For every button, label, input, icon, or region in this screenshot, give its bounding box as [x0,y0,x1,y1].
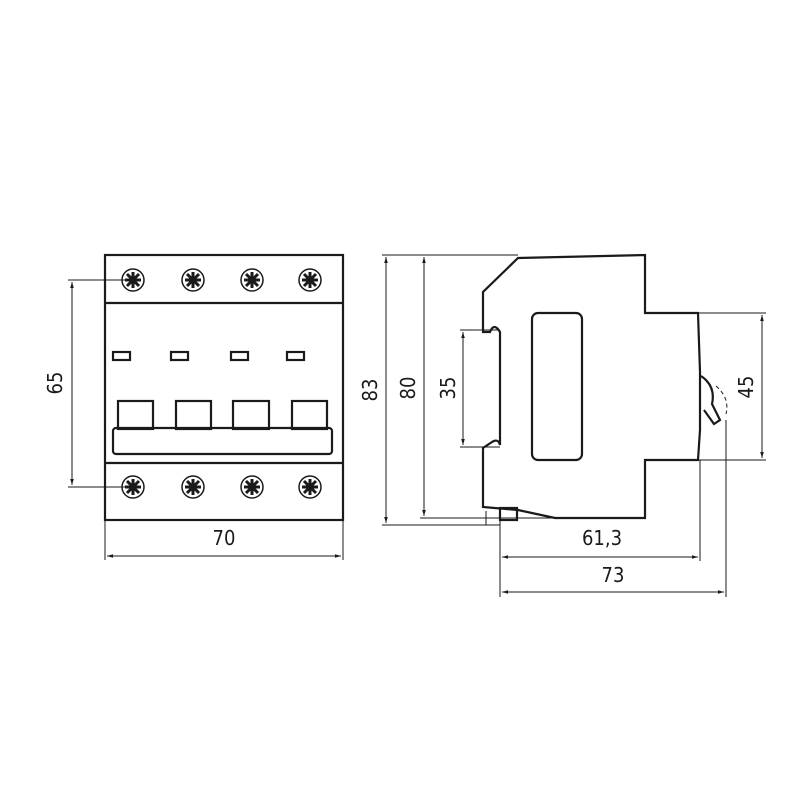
front-body [103,253,345,522]
screw-icon [297,267,323,293]
dimension-65: 65 [43,279,133,488]
top-screws [120,267,323,293]
bottom-screws [120,474,323,500]
screw-icon [180,267,206,293]
toggle-handles [111,399,334,456]
dimension-label: 83 [358,379,382,402]
indicators [111,350,306,362]
front-view: 65 70 [43,253,345,560]
dimension-label: 80 [396,377,420,400]
dimension-label: 73 [602,563,625,587]
toggle-handle-side [700,375,728,426]
dimension-label: 61,3 [582,526,622,550]
dimension-35: 35 [436,329,500,448]
side-view: 83 80 35 45 61,3 [358,253,766,597]
screw-icon [239,267,265,293]
dimension-70: 70 [104,520,344,560]
din-clip [498,506,519,522]
dimension-label: 45 [734,376,758,399]
dimension-61-3: 61,3 [499,460,701,597]
label-window [530,311,584,462]
dimension-label: 35 [436,377,460,400]
screw-icon [180,474,206,500]
dimension-label: 70 [213,526,236,550]
dimension-label: 65 [43,372,67,395]
dimension-80: 80 [396,257,555,519]
screw-icon [297,474,323,500]
handle-bar [111,426,334,456]
dimension-83: 83 [358,254,518,526]
dimension-45: 45 [698,312,766,461]
side-body [481,253,702,520]
dimension-73: 73 [502,420,727,597]
screw-icon [239,474,265,500]
